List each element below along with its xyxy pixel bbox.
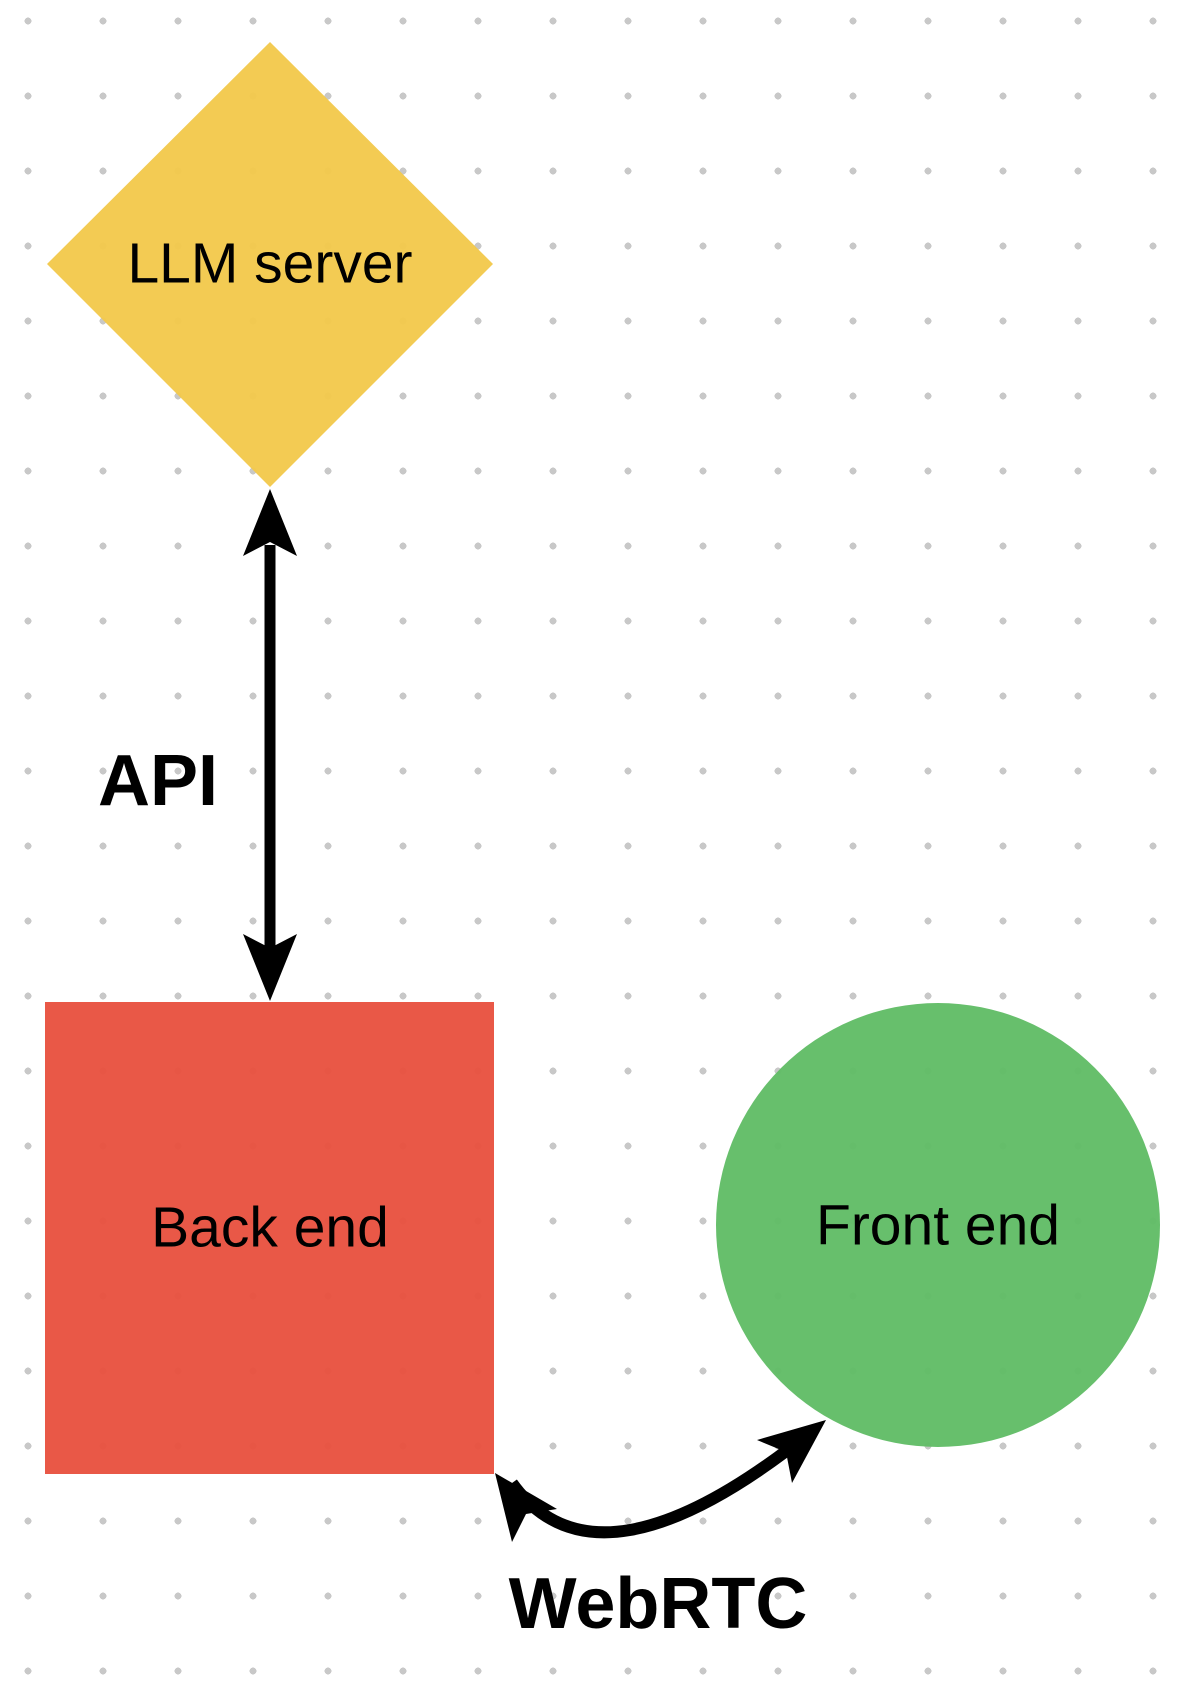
api-arrow-head-down-icon <box>243 934 297 1001</box>
api-arrow-head-up-icon <box>243 489 297 556</box>
back-end-label: Back end <box>151 1195 389 1260</box>
webrtc-arrow-head-left-icon <box>495 1473 557 1542</box>
front-end-circle-shape[interactable] <box>716 1003 1160 1447</box>
api-edge-label: API <box>97 741 219 821</box>
front-end-label: Front end <box>816 1193 1060 1258</box>
back-end-square-shape[interactable] <box>45 1002 494 1474</box>
webrtc-arrow-shaft <box>507 1426 816 1539</box>
llm-server-label: LLM server <box>127 231 413 296</box>
webrtc-edge-label: WebRTC <box>508 1564 808 1644</box>
webrtc-arrow[interactable] <box>495 1420 826 1542</box>
api-arrow[interactable] <box>243 489 297 1001</box>
llm-server-diamond-shape[interactable] <box>47 42 493 487</box>
webrtc-arrow-head-right-icon <box>757 1420 826 1483</box>
